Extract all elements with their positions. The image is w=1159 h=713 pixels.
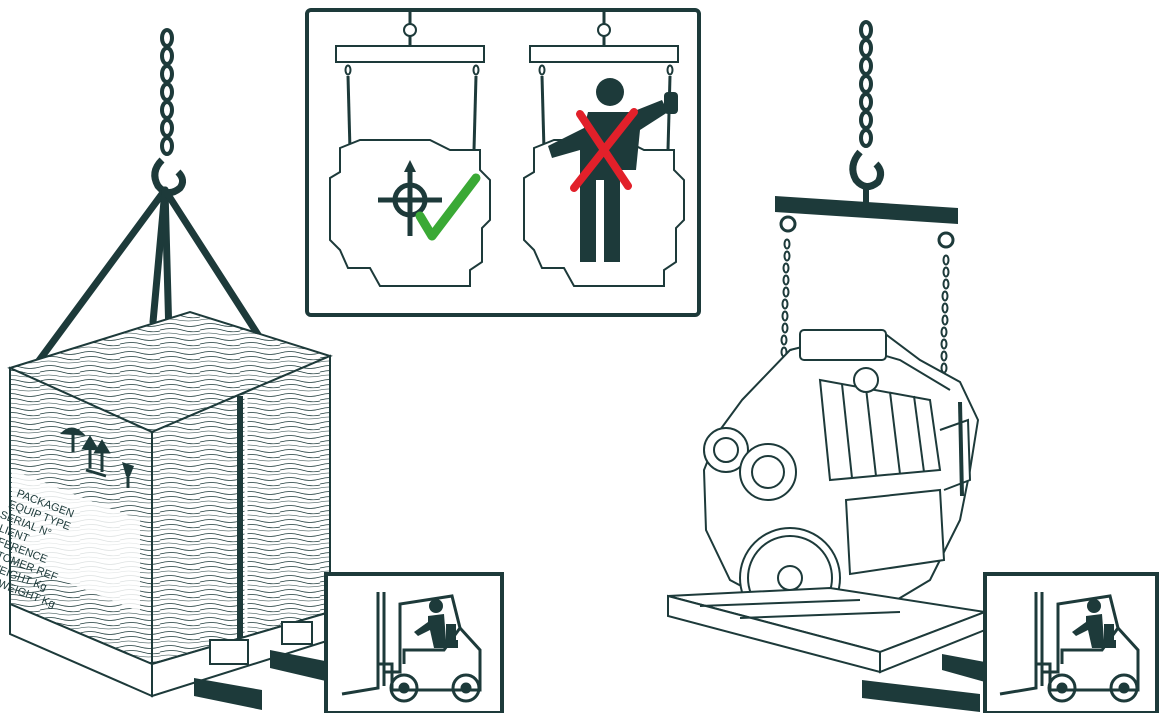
- forklift-panel-left: [326, 574, 502, 713]
- engine-pallet: [668, 588, 985, 672]
- crane-chain-left: [155, 30, 183, 193]
- wooden-crate: PACKAGEN EQUIP TYPE SERIAL N° CLIENT REF…: [0, 312, 330, 696]
- forklift-panel-right: [985, 574, 1157, 713]
- lifting-rules-panel: [307, 10, 699, 315]
- crane-chain-right: [853, 22, 881, 187]
- spreader-bar: [775, 186, 958, 247]
- crate-lift-scene: PACKAGEN EQUIP TYPE SERIAL N° CLIENT REF…: [0, 30, 330, 710]
- engine-lift-scene: [668, 22, 985, 712]
- marine-engine: [704, 330, 978, 628]
